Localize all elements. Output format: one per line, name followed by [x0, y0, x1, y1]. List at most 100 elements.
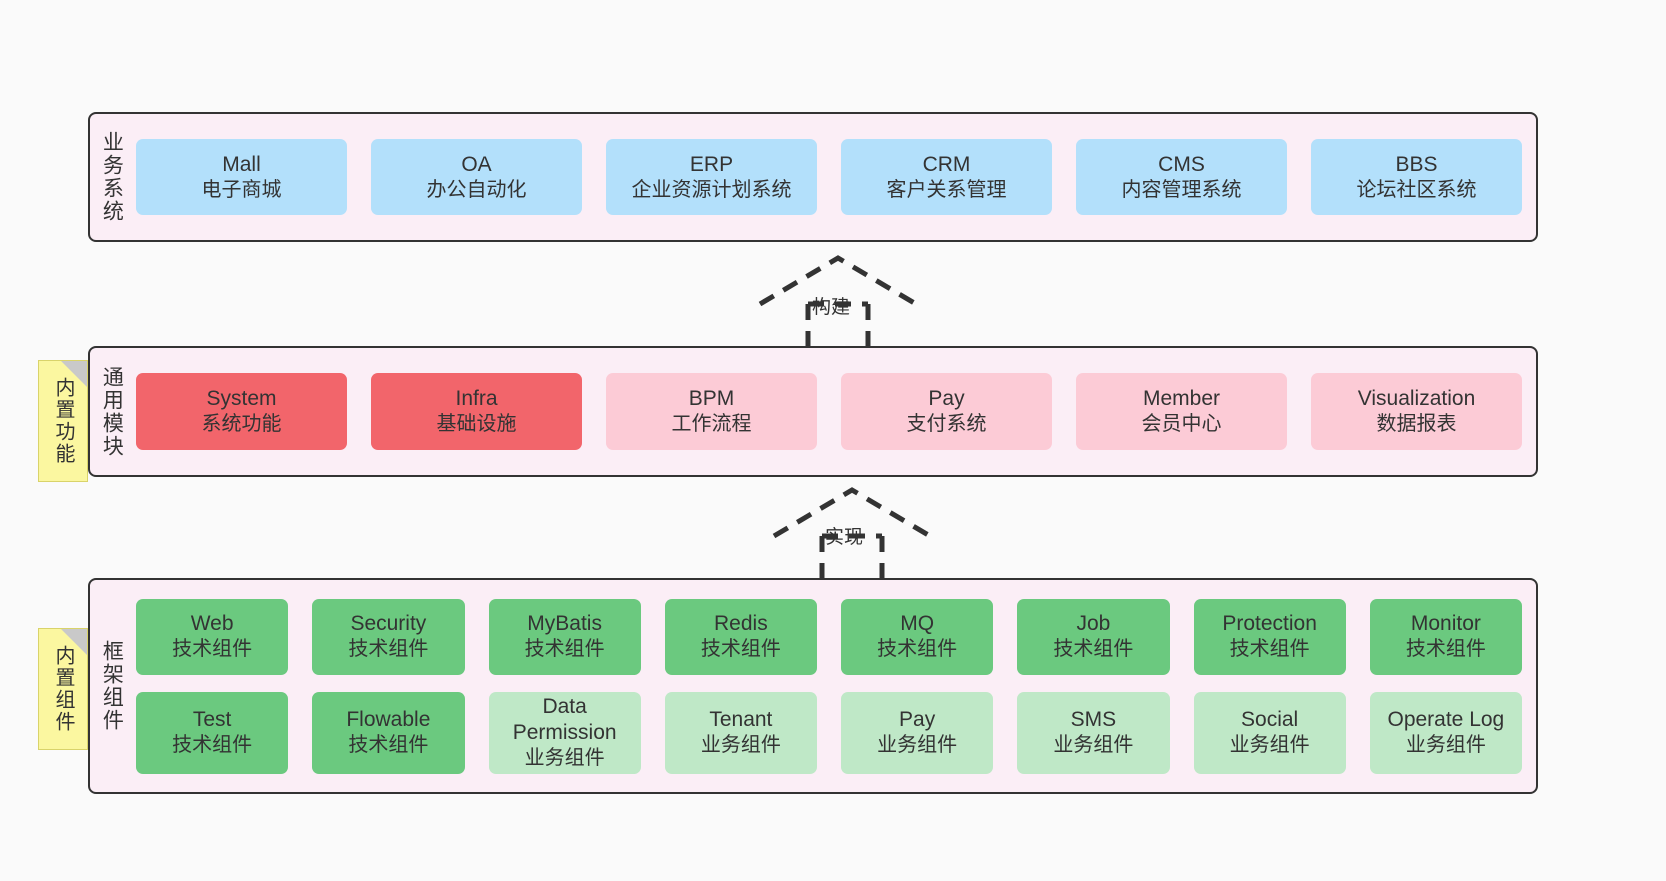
node-mybatis-cn: 技术组件 — [524, 638, 605, 661]
node-sms-en: SMS — [1070, 708, 1117, 732]
node-pay-component[interactable]: Pay 业务组件 — [841, 691, 994, 774]
node-operate-log-cn: 业务组件 — [1405, 734, 1486, 757]
node-monitor-en: Monitor — [1410, 612, 1481, 636]
node-web[interactable]: Web 技术组件 — [136, 598, 289, 675]
layer-business-body: Mall 电子商城 OA 办公自动化 ERP 企业资源计划系统 CRM 客户关系… — [132, 114, 1536, 240]
layer-common-body: System 系统功能 Infra 基础设施 BPM 工作流程 Pay 支付系统… — [132, 348, 1536, 475]
node-job-en: Job — [1076, 612, 1111, 636]
node-visualization[interactable]: Visualization 数据报表 — [1311, 373, 1522, 450]
node-data-permission-cn: 业务组件 — [524, 747, 605, 770]
node-redis-cn: 技术组件 — [700, 638, 781, 661]
node-operate-log[interactable]: Operate Log 业务组件 — [1369, 691, 1522, 774]
layer-framework-title: 框架组件 — [100, 640, 124, 732]
node-job-cn: 技术组件 — [1053, 638, 1134, 661]
node-crm[interactable]: CRM 客户关系管理 — [841, 139, 1052, 215]
node-infra-en: Infra — [455, 387, 498, 411]
node-web-en: Web — [190, 612, 234, 636]
node-bbs-en: BBS — [1395, 152, 1438, 176]
node-system[interactable]: System 系统功能 — [136, 373, 347, 450]
business-node-row: Mall 电子商城 OA 办公自动化 ERP 企业资源计划系统 CRM 客户关系… — [136, 139, 1522, 215]
node-mq[interactable]: MQ 技术组件 — [841, 598, 994, 675]
node-flowable-cn: 技术组件 — [348, 734, 429, 757]
node-tenant[interactable]: Tenant 业务组件 — [664, 691, 817, 774]
node-member-en: Member — [1142, 387, 1221, 411]
node-bbs-cn: 论坛社区系统 — [1356, 178, 1477, 201]
node-oa[interactable]: OA 办公自动化 — [371, 139, 582, 215]
node-erp[interactable]: ERP 企业资源计划系统 — [606, 139, 817, 215]
node-flowable[interactable]: Flowable 技术组件 — [312, 691, 465, 774]
node-flowable-en: Flowable — [346, 708, 431, 732]
node-mq-en: MQ — [900, 612, 935, 636]
node-mall[interactable]: Mall 电子商城 — [136, 139, 347, 215]
node-social-cn: 业务组件 — [1229, 734, 1310, 757]
node-erp-en: ERP — [689, 152, 734, 176]
node-system-en: System — [206, 387, 277, 411]
node-cms-en: CMS — [1158, 152, 1205, 176]
node-bpm-en: BPM — [688, 387, 735, 411]
node-social[interactable]: Social 业务组件 — [1193, 691, 1346, 774]
node-sms[interactable]: SMS 业务组件 — [1017, 691, 1170, 774]
node-pay-component-cn: 业务组件 — [877, 734, 958, 757]
page-fold-icon — [61, 629, 87, 655]
node-test[interactable]: Test 技术组件 — [136, 691, 289, 774]
common-node-row: System 系统功能 Infra 基础设施 BPM 工作流程 Pay 支付系统… — [136, 373, 1522, 450]
node-protection-cn: 技术组件 — [1229, 638, 1310, 661]
arrow-implement-icon — [772, 487, 932, 582]
framework-node-row-1: Web 技术组件 Security 技术组件 MyBatis 技术组件 Redi… — [136, 598, 1522, 675]
node-pay-module-cn: 支付系统 — [906, 413, 987, 436]
node-redis[interactable]: Redis 技术组件 — [664, 598, 817, 675]
node-redis-en: Redis — [714, 612, 768, 636]
sticky-note-builtin-feature: 内置功能 — [38, 360, 88, 482]
sticky-note-builtin-feature-label: 内置功能 — [52, 377, 74, 465]
node-data-permission-en: Data Permission — [512, 695, 617, 745]
node-infra-cn: 基础设施 — [436, 413, 517, 436]
node-pay-module[interactable]: Pay 支付系统 — [841, 373, 1052, 450]
node-mybatis[interactable]: MyBatis 技术组件 — [488, 598, 641, 675]
node-sms-cn: 业务组件 — [1053, 734, 1134, 757]
node-web-cn: 技术组件 — [172, 638, 253, 661]
arrow-build-icon — [758, 255, 918, 350]
node-job[interactable]: Job 技术组件 — [1017, 598, 1170, 675]
node-security-cn: 技术组件 — [348, 638, 429, 661]
node-data-permission[interactable]: Data Permission 业务组件 — [488, 691, 641, 774]
node-protection-en: Protection — [1222, 612, 1317, 636]
node-crm-en: CRM — [922, 152, 971, 176]
node-test-en: Test — [192, 708, 232, 732]
node-mq-cn: 技术组件 — [877, 638, 958, 661]
node-infra[interactable]: Infra 基础设施 — [371, 373, 582, 450]
arrow-build-label: 构建 — [812, 297, 851, 318]
node-oa-cn: 办公自动化 — [426, 178, 527, 201]
node-visualization-en: Visualization — [1357, 387, 1476, 411]
node-cms[interactable]: CMS 内容管理系统 — [1076, 139, 1287, 215]
node-erp-cn: 企业资源计划系统 — [631, 178, 792, 201]
node-oa-en: OA — [461, 152, 492, 176]
layer-common-title: 通用模块 — [100, 365, 124, 458]
node-member-cn: 会员中心 — [1141, 413, 1222, 436]
node-test-cn: 技术组件 — [172, 734, 253, 757]
sticky-note-builtin-component-label: 内置组件 — [52, 645, 74, 733]
node-operate-log-en: Operate Log — [1387, 708, 1505, 732]
arrow-implement-label: 实现 — [825, 527, 864, 548]
node-security[interactable]: Security 技术组件 — [312, 598, 465, 675]
node-member[interactable]: Member 会员中心 — [1076, 373, 1287, 450]
layer-framework-body: Web 技术组件 Security 技术组件 MyBatis 技术组件 Redi… — [132, 580, 1536, 792]
layer-common-module: 通用模块 System 系统功能 Infra 基础设施 BPM 工作流程 Pay… — [88, 346, 1538, 477]
node-pay-module-en: Pay — [928, 387, 965, 411]
node-mall-en: Mall — [222, 152, 261, 176]
node-crm-cn: 客户关系管理 — [886, 178, 1007, 201]
node-protection[interactable]: Protection 技术组件 — [1193, 598, 1346, 675]
node-monitor[interactable]: Monitor 技术组件 — [1369, 598, 1522, 675]
node-mybatis-en: MyBatis — [527, 612, 602, 636]
node-tenant-en: Tenant — [709, 708, 773, 732]
node-bpm[interactable]: BPM 工作流程 — [606, 373, 817, 450]
node-pay-component-en: Pay — [899, 708, 936, 732]
page-fold-icon — [61, 361, 87, 387]
node-monitor-cn: 技术组件 — [1405, 638, 1486, 661]
sticky-note-builtin-component: 内置组件 — [38, 628, 88, 750]
node-bbs[interactable]: BBS 论坛社区系统 — [1311, 139, 1522, 215]
node-system-cn: 系统功能 — [201, 413, 282, 436]
node-bpm-cn: 工作流程 — [671, 413, 752, 436]
node-visualization-cn: 数据报表 — [1376, 413, 1457, 436]
node-tenant-cn: 业务组件 — [700, 734, 781, 757]
